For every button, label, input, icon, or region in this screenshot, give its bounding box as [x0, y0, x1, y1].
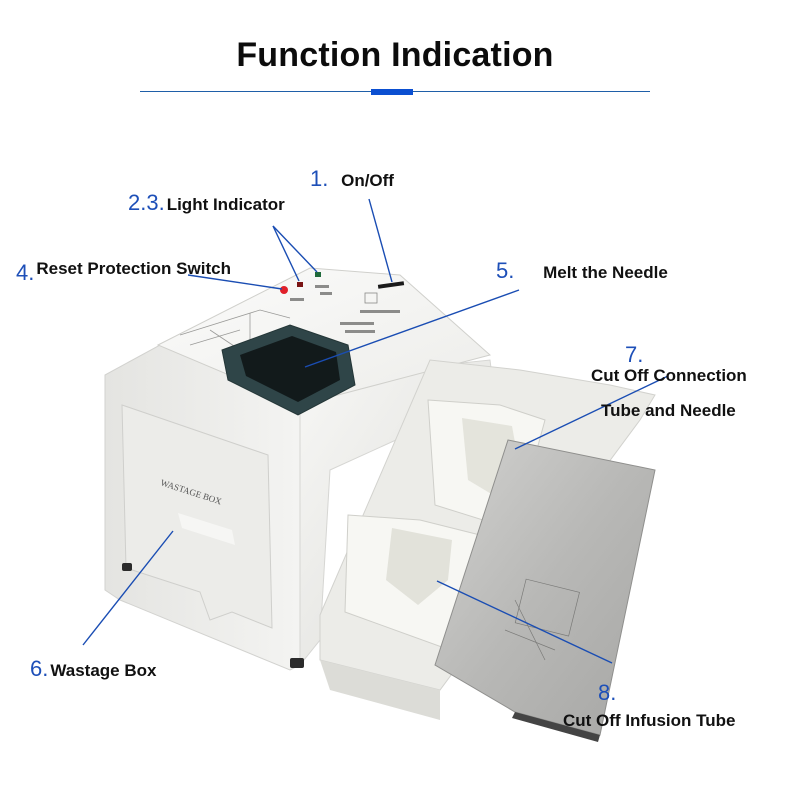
callout-number-7: 7.	[625, 342, 644, 367]
callout-number: 5.	[496, 258, 515, 283]
device-body: WASTAGE BOX	[104, 267, 656, 742]
wastage-box-door	[121, 404, 273, 629]
callout-label: Cut Off Connection	[591, 366, 747, 385]
power-switch	[377, 281, 405, 289]
callout-leader-lines	[82, 198, 669, 664]
callout-label: Tube and Needle	[601, 401, 736, 420]
callout-label: Light Indicator	[166, 195, 285, 214]
callout-number-8: 8.	[598, 680, 617, 705]
reset-protection-switch-icon	[280, 286, 288, 294]
callout-number: 4.	[16, 260, 35, 285]
callout-on-off: 1. On/Off	[310, 166, 394, 192]
callout-wastage-box: 6.Wastage Box	[30, 656, 156, 682]
indicator-light-red-icon	[297, 282, 303, 287]
callout-cut-off-connection: Cut Off Connection	[591, 366, 747, 386]
callout-melt-the-needle: 5. Melt the Needle	[496, 258, 668, 284]
page-title: Function Indication	[236, 36, 554, 74]
callout-number: 6.	[30, 656, 49, 681]
callout-label: Wastage Box	[50, 661, 157, 680]
callout-cut-off-infusion-tube: Cut Off Infusion Tube	[563, 711, 735, 731]
callout-label: On/Off	[341, 171, 394, 190]
callout-label: Cut Off Infusion Tube	[563, 711, 736, 730]
callout-number: 1.	[310, 166, 329, 191]
indicator-light-green-icon	[315, 272, 321, 277]
callout-label: Melt the Needle	[543, 263, 668, 282]
callout-reset-protection-switch: 4.Reset Protection Switch	[16, 254, 231, 285]
callout-number: 2.3.	[128, 190, 165, 215]
callout-tube-and-needle: Tube and Needle	[601, 401, 736, 421]
callout-label: Reset Protection Switch	[36, 259, 231, 278]
title-divider-accent	[371, 89, 413, 95]
callout-light-indicator: 2.3.Light Indicator	[128, 190, 285, 216]
